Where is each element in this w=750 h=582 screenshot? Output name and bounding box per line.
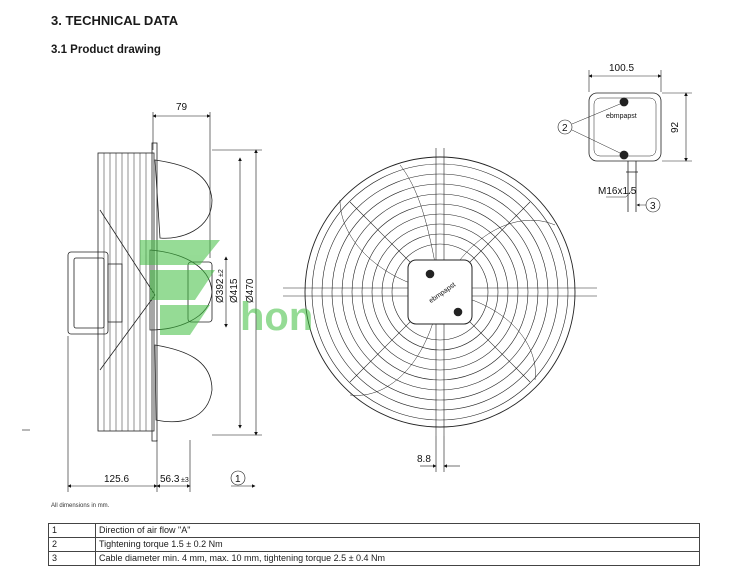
callout-1: 1 (235, 474, 241, 485)
dim-d392: Ø392 (215, 278, 226, 303)
watermark-logo: hon (140, 240, 313, 339)
dim-56-3-tol: ±3 (181, 477, 189, 484)
legend-row: 3 Cable diameter min. 4 mm, max. 10 mm, … (48, 551, 700, 566)
legend-text: Direction of air flow "A" (95, 523, 700, 538)
dim-56-3: 56.3 (160, 474, 180, 485)
dim-8-8: 8.8 (417, 454, 431, 465)
units-note: All dimensions in mm. (51, 503, 110, 509)
dim-92: 92 (670, 121, 681, 133)
dim-d415: Ø415 (229, 278, 240, 303)
box-brand-label: ebmpapst (606, 113, 637, 120)
subsection-title: 3.1 Product drawing (51, 44, 161, 56)
legend-text: Tightening torque 1.5 ± 0.2 Nm (95, 537, 700, 552)
thread-label: M16x1.5 (598, 186, 637, 197)
section-title: 3. TECHNICAL DATA (51, 13, 179, 28)
legend-row: 1 Direction of air flow "A" (48, 523, 700, 538)
dim-d392-tol: ±2 (218, 269, 225, 277)
callout-3: 3 (650, 201, 656, 212)
legend-row: 2 Tightening torque 1.5 ± 0.2 Nm (48, 537, 700, 552)
legend-num: 1 (48, 523, 96, 538)
legend-text: Cable diameter min. 4 mm, max. 10 mm, ti… (95, 551, 700, 566)
front-view-dimensions (420, 436, 460, 472)
dim-d470: Ø470 (245, 278, 256, 303)
legend-num: 3 (48, 551, 96, 566)
dim-79: 79 (176, 102, 188, 113)
front-view (283, 148, 597, 436)
dim-125-6: 125.6 (104, 474, 129, 485)
side-view-dimensions (22, 112, 262, 492)
callout-2: 2 (562, 123, 568, 134)
watermark-text: hon (240, 295, 313, 339)
dim-100-5: 100.5 (609, 63, 634, 74)
legend-table: 1 Direction of air flow "A" 2 Tightening… (48, 523, 700, 566)
terminal-box-detail (557, 70, 692, 213)
legend-num: 2 (48, 537, 96, 552)
